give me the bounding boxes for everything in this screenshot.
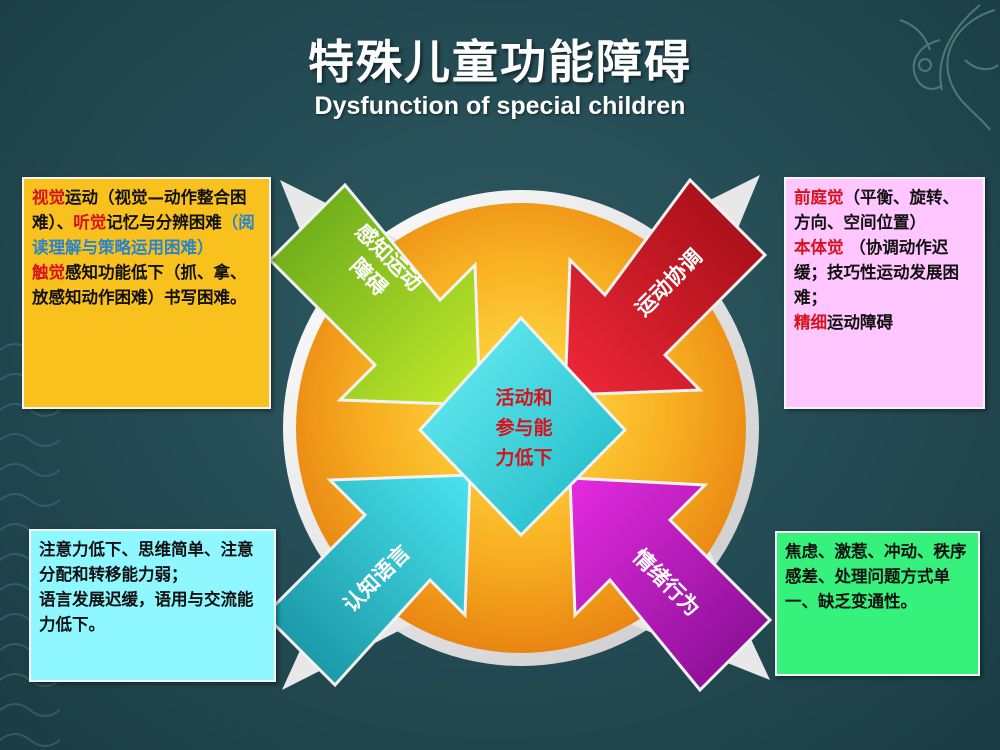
box-tl-visual-desc: 运动（视觉—动作整合困难）、 (32, 188, 247, 232)
arrow-top-left (267, 182, 482, 407)
title-english: Dysfunction of special children (314, 92, 686, 120)
center-diamond (417, 315, 628, 538)
box-tl-reading: （阅读理解与策略运用困难） (32, 213, 255, 257)
info-box-top-right: 前庭觉（平衡、旋转、方向、空间位置） 本体觉 （协调动作迟缓；技巧性运动发展困难；… (784, 177, 985, 409)
center-text-line2: 参与能 (495, 416, 552, 439)
box-tr-proprioception: 本体觉 (794, 238, 844, 257)
arrow-bottom-right (568, 476, 773, 693)
arrow-top-right (563, 177, 768, 397)
box-tl-auditory: 听觉 (73, 213, 107, 232)
title-chinese: 特殊儿童功能障碍 (308, 35, 692, 89)
wave-pattern-decoration (0, 343, 60, 747)
info-box-top-left: 视觉运动（视觉—动作整合困难）、听觉记忆与分辨困难（阅读理解与策略运用困难） 触觉… (22, 177, 271, 409)
box-tr-fine-desc: 运动障碍 (827, 313, 893, 332)
box-bl-language: 语言发展迟缓，语用与交流能力低下。 (39, 590, 254, 634)
box-tr-vestibular: 前庭觉 (794, 188, 844, 207)
box-tr-vestibular-desc: （平衡、旋转、方向、空间位置） (794, 188, 959, 232)
box-tr-proprioception-desc: （协调动作迟缓；技巧性运动发展困难； (794, 238, 959, 307)
box-tl-auditory-desc: 记忆与分辨困难 (106, 213, 222, 232)
info-box-bottom-left: 注意力低下、思维简单、注意分配和转移能力弱； 语言发展迟缓，语用与交流能力低下。 (29, 529, 276, 682)
box-bl-cognition: 注意力低下、思维简单、注意分配和转移能力弱； (39, 540, 254, 584)
box-tl-tactile: 触觉 (32, 263, 65, 282)
phoenix-ornament-decoration (899, 4, 999, 131)
box-tl-tactile-desc: 感知功能低下（抓、拿、放感知动作困难）书写困难。 (32, 263, 247, 307)
center-text-line3: 力低下 (495, 446, 552, 469)
box-tl-visual: 视觉 (32, 188, 65, 207)
info-box-bottom-right: 焦虑、激惹、冲动、秩序感差、处理问题方式单一、缺乏变通性。 (775, 531, 980, 676)
center-text-line1: 活动和 (495, 386, 552, 409)
box-tr-fine: 精细 (794, 313, 827, 332)
arrow-bottom-left (262, 473, 472, 688)
box-br-emotion: 焦虑、激惹、冲动、秩序感差、处理问题方式单一、缺乏变通性。 (785, 542, 967, 611)
